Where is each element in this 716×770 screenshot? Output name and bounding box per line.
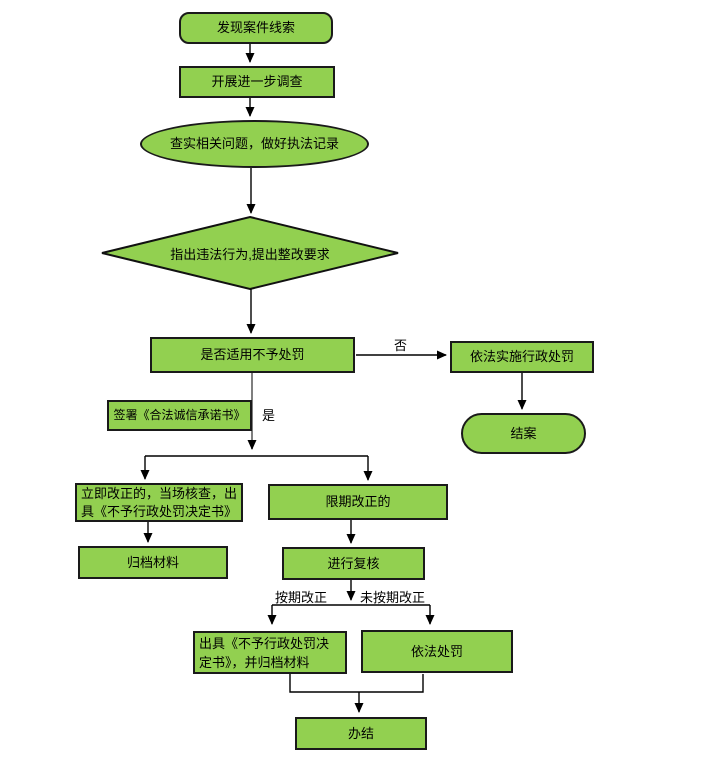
edge-label-on-time: 按期改正 [275, 590, 328, 605]
node-decision-no-penalty-label: 是否适用不予处罚 [200, 347, 305, 363]
node-review: 进行复核 [282, 547, 425, 580]
node-issue-decision-archive: 出具《不予行政处罚决定书》，并归档材料 [193, 631, 347, 674]
node-point-out-violation-label: 指出违法行为,提出整改要求 [170, 246, 330, 262]
edge-label-overdue: 未按期改正 [360, 590, 426, 605]
node-finish-label: 办结 [347, 725, 374, 741]
node-punish-by-law-label: 依法处罚 [410, 643, 463, 659]
node-find-clue-label: 发现案件线索 [216, 20, 295, 36]
node-close-case-label: 结案 [510, 425, 537, 441]
node-decision-no-penalty: 是否适用不予处罚 [150, 337, 355, 373]
node-close-case: 结案 [461, 413, 586, 454]
edge-label-no: 否 [394, 338, 408, 353]
node-verify-record: 查实相关问题，做好执法记录 [140, 120, 369, 168]
node-immediate-correction: 立即改正的，当场核查，出具《不予行政处罚决定书》 [75, 483, 243, 522]
node-review-label: 进行复核 [327, 555, 380, 571]
node-further-investigation: 开展进一步调查 [179, 66, 335, 98]
node-deadline-correction: 限期改正的 [268, 484, 448, 520]
node-deadline-correction-label: 限期改正的 [325, 494, 391, 510]
node-further-investigation-label: 开展进一步调查 [211, 74, 303, 90]
edge-label-yes: 是 [262, 408, 276, 423]
node-archive-materials: 归档材料 [78, 546, 228, 579]
node-finish: 办结 [295, 717, 427, 750]
node-find-clue: 发现案件线索 [179, 12, 333, 44]
node-immediate-correction-label: 立即改正的，当场核查，出具《不予行政处罚决定书》 [81, 485, 238, 519]
node-punish-by-law: 依法处罚 [361, 630, 513, 673]
node-archive-materials-label: 归档材料 [126, 554, 179, 570]
node-implement-admin-penalty-label: 依法实施行政处罚 [469, 349, 574, 365]
node-sign-commitment: 签署《合法诚信承诺书》 [107, 400, 252, 431]
node-sign-commitment-label: 签署《合法诚信承诺书》 [113, 408, 246, 423]
node-implement-admin-penalty: 依法实施行政处罚 [450, 341, 594, 373]
node-point-out-violation: 指出违法行为,提出整改要求 [102, 217, 398, 289]
node-issue-decision-archive-label: 出具《不予行政处罚决定书》，并归档材料 [199, 635, 330, 670]
node-verify-record-label: 查实相关问题，做好执法记录 [169, 136, 339, 152]
